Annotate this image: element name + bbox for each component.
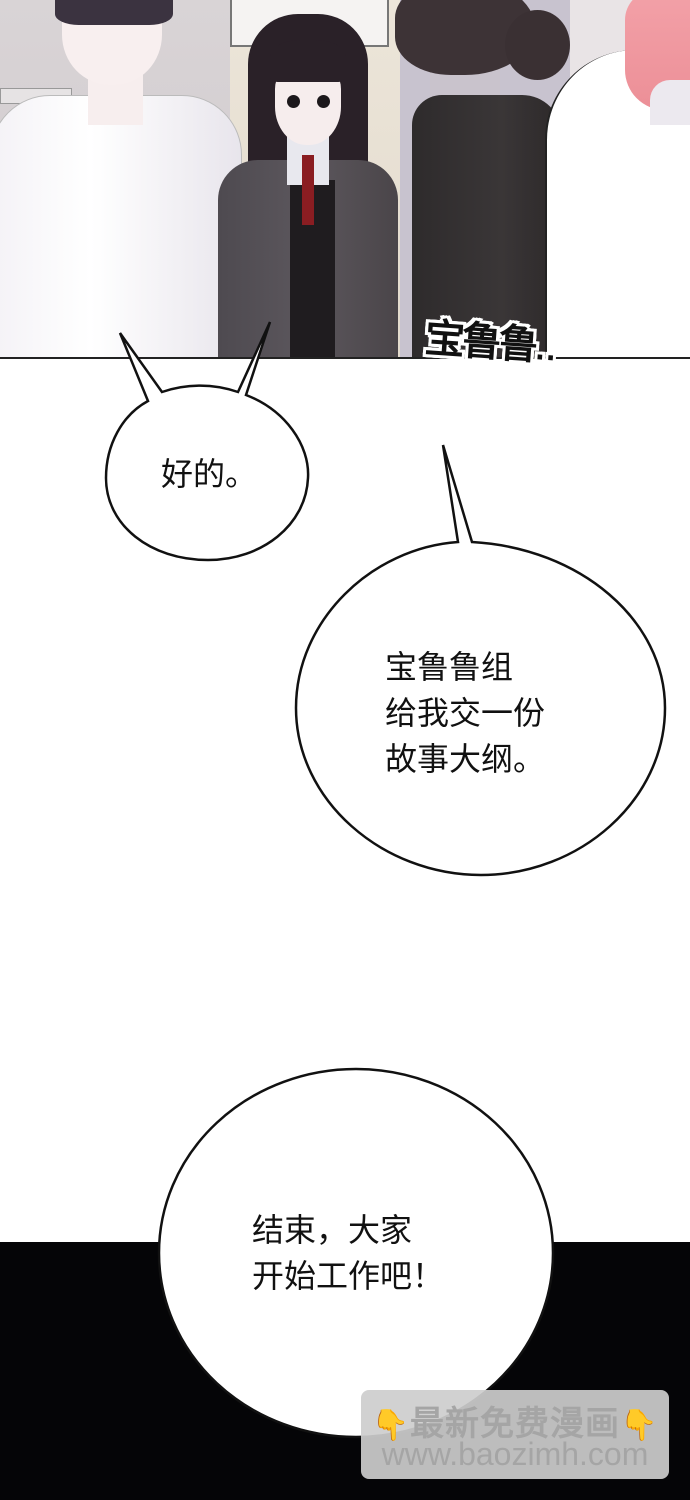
- eye-icon: [317, 95, 330, 108]
- speech-bubble-2-text: 宝鲁鲁组 给我交一份 故事大纲。: [385, 648, 546, 778]
- red-tie: [302, 155, 314, 225]
- sound-effect: 宝鲁鲁..: [423, 305, 559, 372]
- speech-bubble-3-text: 结束，大家 开始工作吧！: [252, 1211, 445, 1295]
- watermark-title: 最新免费漫画: [410, 1404, 620, 1444]
- sfx-text: 宝鲁鲁: [423, 315, 538, 370]
- watermark-title-row: 👇最新免费漫画👇: [361, 1396, 669, 1445]
- dark-jacket: [412, 95, 562, 357]
- hair-bun: [505, 10, 570, 80]
- white-shirt: [0, 95, 242, 357]
- hair: [55, 0, 173, 25]
- eye-icon: [287, 95, 300, 108]
- watermark-banner[interactable]: 👇最新免费漫画👇 www.baozimh.com: [361, 1390, 669, 1479]
- top-panel-illustration: [0, 0, 690, 359]
- pointing-down-hand-icon: 👇: [620, 1408, 659, 1443]
- sfx-trail: ..: [534, 336, 559, 368]
- speech-bubble-1-text: 好的。: [161, 455, 258, 493]
- bangs: [270, 40, 346, 82]
- collar: [650, 80, 690, 125]
- watermark-url[interactable]: www.baozimh.com: [381, 1436, 649, 1472]
- pointing-down-hand-icon: 👇: [371, 1408, 410, 1443]
